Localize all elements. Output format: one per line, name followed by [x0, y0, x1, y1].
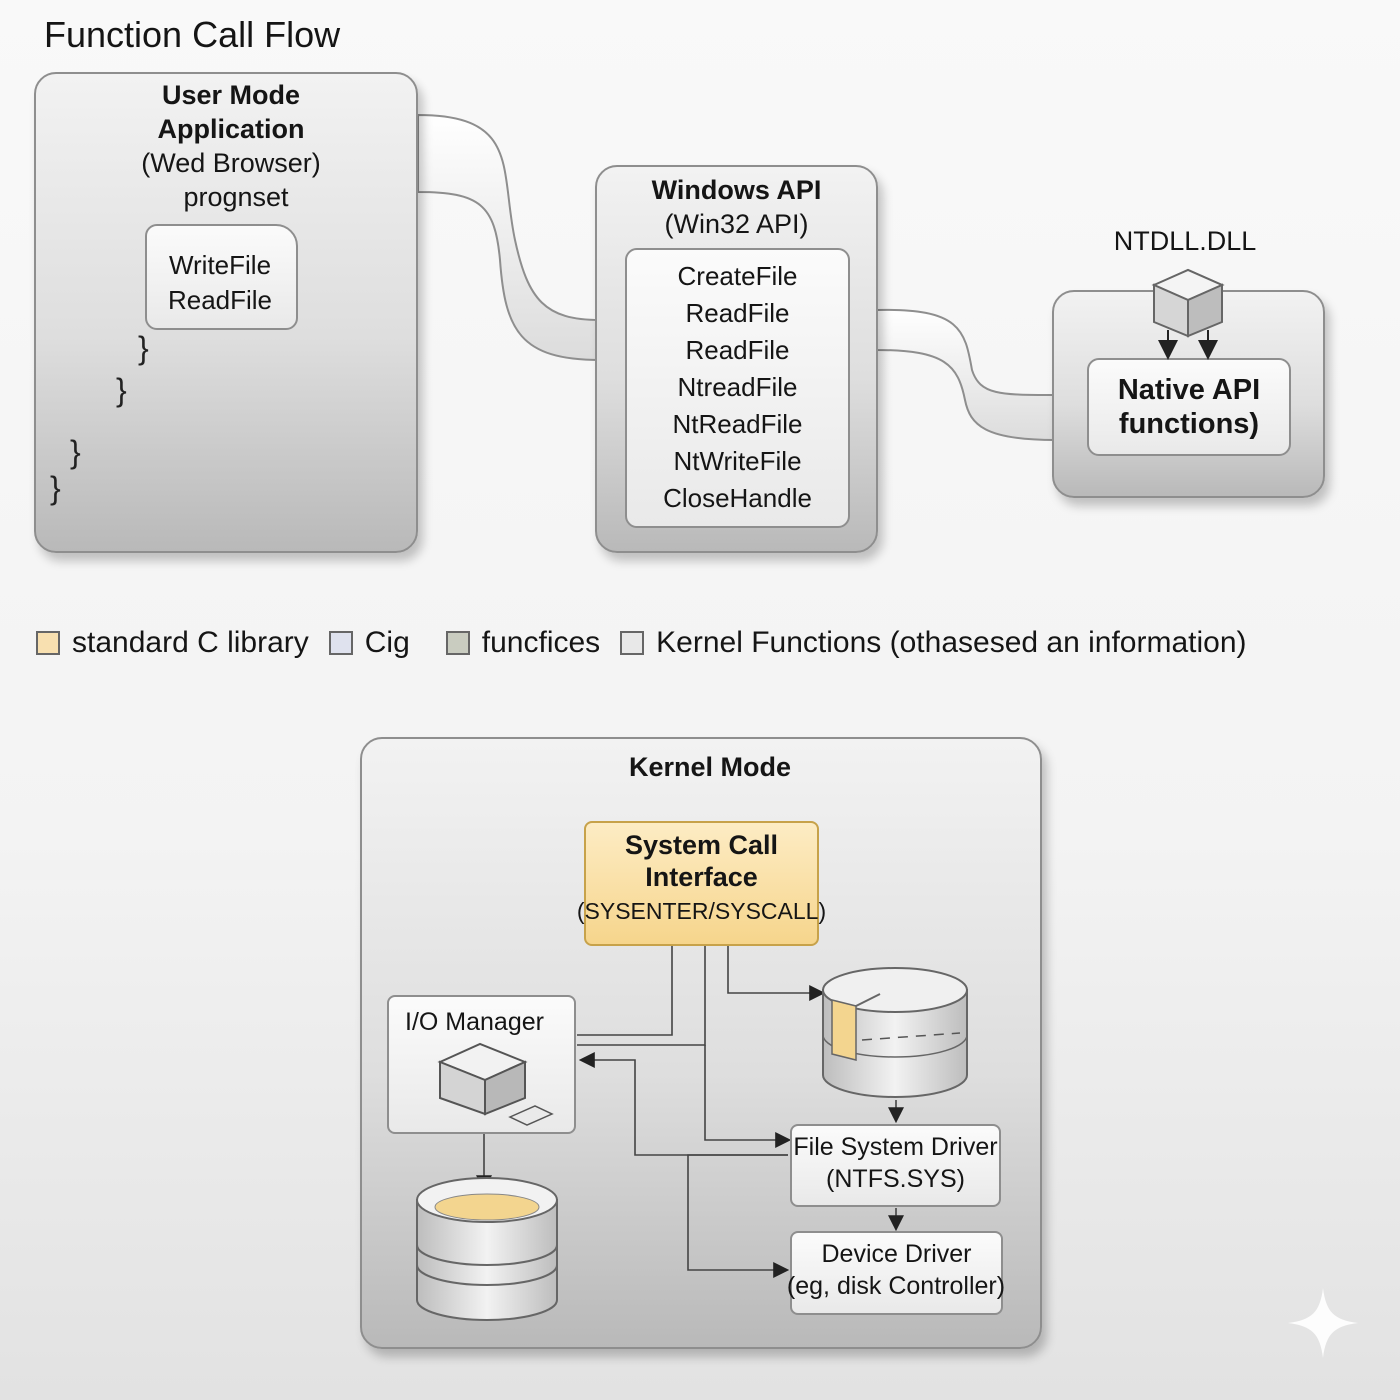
fs-driver-box — [790, 1124, 1001, 1207]
kernel-mode-title: Kernel Mode — [628, 752, 792, 782]
windows-api-function-list: CreateFile ReadFile ReadFile NtreadFile … — [625, 248, 850, 528]
legend-swatch-funcfices — [445, 631, 470, 655]
user-mode-subtitle: Application — [157, 114, 305, 144]
legend: standard C library Cig funcfices Kernel … — [36, 626, 1267, 660]
syscall-line1: System Call — [624, 830, 779, 860]
fn-closehandle: CloseHandle — [663, 483, 812, 513]
code-readfile: ReadFile — [167, 285, 273, 315]
legend-label-c-library: standard C library — [72, 626, 309, 659]
device-driver-line2: (eg, disk Controller) — [786, 1272, 1006, 1300]
native-api-line2: functions) — [1118, 408, 1260, 440]
user-mode-line2: prognset — [183, 182, 289, 212]
brace-4: } — [50, 470, 61, 506]
ntdll-label: NTDLL.DLL — [1113, 226, 1257, 256]
fs-driver-line2: (NTFS.SYS) — [826, 1165, 965, 1193]
legend-swatch-kernel — [620, 631, 645, 655]
user-mode-line1: (Wed Browser) — [141, 148, 321, 178]
windows-api-title: Windows API — [651, 175, 822, 205]
code-writefile: WriteFile — [168, 250, 272, 280]
device-driver-line1: Device Driver — [821, 1240, 972, 1268]
fn-ntwritefile: NtWriteFile — [673, 446, 802, 476]
legend-label-funcfices: funcfices — [481, 626, 601, 659]
fn-createfile: CreateFile — [677, 261, 798, 291]
syscall-line3: (SYSENTER/SYSCALL) — [576, 898, 827, 924]
legend-label-kernel: Kernel Functions (othasesed an informati… — [656, 626, 1247, 659]
legend-label-cig: Cig — [364, 626, 410, 659]
fn-readfile-2: ReadFile — [685, 335, 790, 365]
flow-band-user-to-winapi — [417, 113, 601, 362]
fs-driver-line1: File System Driver — [793, 1133, 998, 1161]
fn-ntreadfile: NtReadFile — [672, 409, 803, 439]
legend-swatch-c-library — [36, 631, 60, 655]
brace-1: } — [138, 330, 149, 366]
fn-ntreadfile-lower: NtreadFile — [677, 372, 798, 402]
native-api-line1: Native API — [1117, 374, 1261, 406]
native-api-box — [1087, 358, 1291, 456]
user-mode-title: User Mode — [161, 80, 301, 110]
fn-readfile: ReadFile — [685, 298, 790, 328]
syscall-line2: Interface — [645, 862, 758, 892]
syscall-interface-box — [584, 821, 819, 946]
flow-band-winapi-to-ntdll — [876, 308, 1056, 442]
io-manager-label: I/O Manager — [405, 1008, 544, 1036]
brace-2: } — [116, 372, 127, 408]
device-driver-box — [790, 1231, 1003, 1315]
brace-3: } — [70, 434, 81, 470]
code-box — [145, 224, 298, 330]
windows-api-subtitle: (Win32 API) — [664, 209, 809, 239]
page-title: Function Call Flow — [44, 14, 341, 55]
legend-swatch-cig — [328, 631, 353, 655]
sparkle-icon — [1288, 1288, 1358, 1358]
